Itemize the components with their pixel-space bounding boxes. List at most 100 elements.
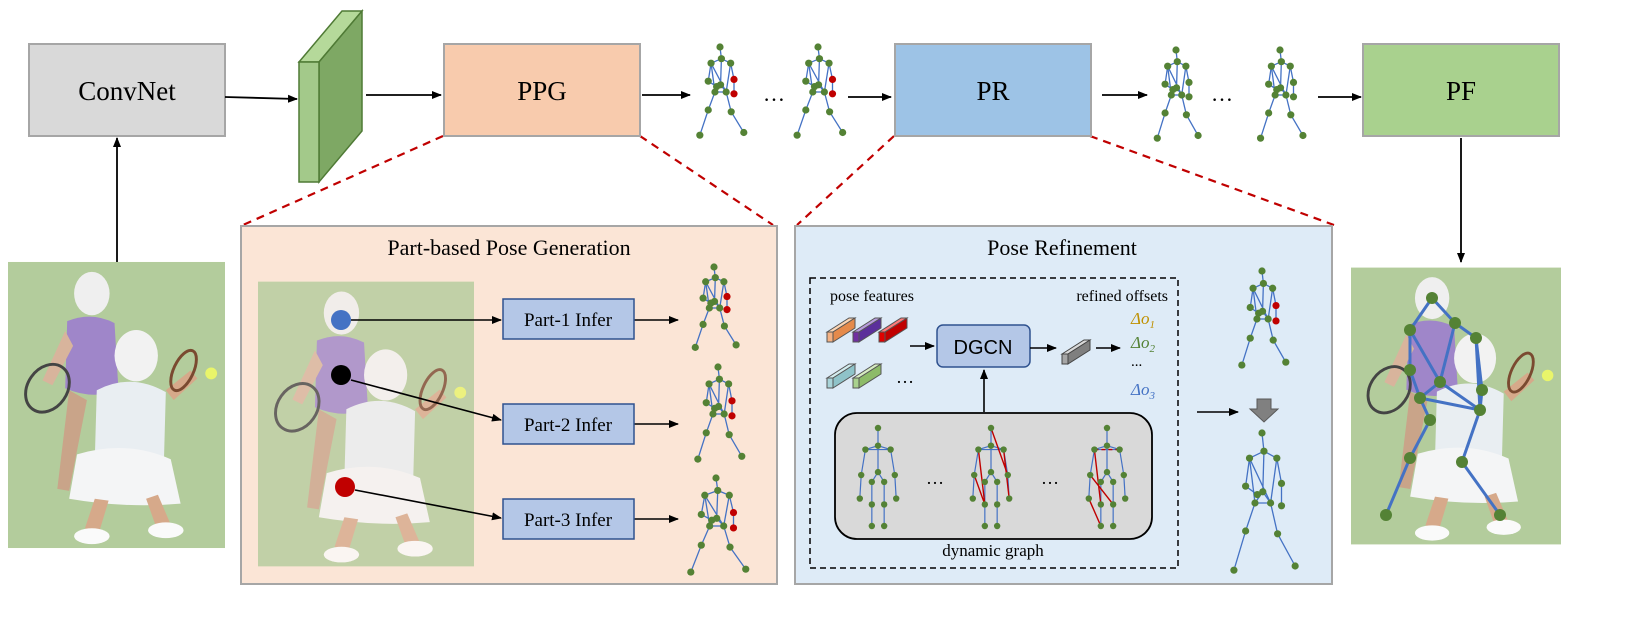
skeleton-joint (1153, 134, 1161, 142)
overlay-joint (1414, 392, 1426, 404)
skeleton-joint (1238, 361, 1246, 369)
skeleton-joint (1282, 358, 1290, 366)
skeleton-joint (705, 380, 713, 388)
skeleton-joint (707, 59, 715, 67)
pf-label: PF (1446, 76, 1476, 106)
skeleton-limb (1270, 65, 1287, 96)
skeleton-joint (828, 90, 837, 98)
overlay-limb (1408, 419, 1432, 459)
graph-node (1006, 495, 1013, 502)
skeleton-joint (729, 524, 738, 532)
graph-edge (972, 475, 975, 499)
part3-marker-icon (335, 477, 355, 497)
ppg-output-pose-1 (696, 43, 748, 139)
graph-edge (860, 449, 866, 476)
skeleton-limb (730, 111, 745, 133)
graph-node (975, 446, 982, 453)
graph-node (868, 522, 876, 530)
skeleton-joint (694, 455, 702, 463)
skeleton-joint (727, 59, 735, 67)
skeleton-limb (697, 432, 707, 460)
graph-node (1097, 478, 1105, 486)
skeleton-limb (1285, 66, 1291, 96)
skeleton-joint (1182, 62, 1190, 70)
skeleton-limb (1276, 458, 1283, 484)
skeleton-limb (1277, 533, 1296, 567)
skeleton-limb (1272, 339, 1287, 363)
part3-infer-box: Part-3 Infer (502, 498, 635, 540)
skeleton-joint (728, 397, 736, 405)
part3-output-pose (687, 474, 750, 576)
skeleton-joint (1194, 131, 1202, 140)
skeleton-joint (1287, 111, 1295, 119)
skeleton-joint (1246, 303, 1254, 312)
skeleton-joint (720, 410, 728, 418)
graph-pose-2 (969, 424, 1013, 530)
skeleton-joint (1269, 336, 1277, 344)
skeleton-limb (1269, 458, 1278, 504)
skeleton-joint (1282, 91, 1290, 99)
skeleton-joint (722, 88, 730, 96)
skeleton-joint (1258, 429, 1266, 437)
skeleton-joint (1259, 279, 1267, 288)
skeleton-joint (1178, 91, 1186, 99)
dynamic-graph-edges (856, 424, 1129, 530)
part1-output-pose (691, 263, 740, 351)
skeleton-joint (712, 474, 720, 482)
skeleton-joint (710, 263, 718, 271)
skeleton-joint (1258, 307, 1267, 315)
graph-edge (1089, 449, 1095, 476)
graph-edge (973, 449, 979, 476)
ppg-label: PPG (517, 76, 567, 106)
pr-label: PR (976, 76, 1009, 106)
skeleton-joint (701, 491, 709, 499)
skeleton-joint (1164, 62, 1172, 70)
skeleton-joint (728, 412, 736, 420)
skeleton-joint (828, 75, 837, 83)
graph-node (1085, 495, 1093, 502)
offset-3-index: 3 (1148, 390, 1155, 402)
dynamic-edge (1088, 498, 1102, 527)
skeleton-joint (1172, 46, 1180, 54)
skeleton-joint (730, 90, 738, 98)
skeleton-joint (704, 77, 712, 85)
skeleton-limb (829, 111, 844, 133)
graph-edge (894, 475, 897, 499)
graph-pose-3 (1085, 424, 1129, 530)
graph-edge (859, 475, 862, 499)
ppg-panel: Part-based Pose Generation Part-1 Infer … (240, 225, 778, 585)
part-arrows (350, 316, 679, 523)
graph-node (893, 495, 900, 502)
skeleton-limb (723, 495, 730, 527)
skeleton-joint (742, 565, 750, 573)
overlay-joint (1404, 324, 1416, 336)
graph-node (971, 471, 978, 479)
skeleton-joint (814, 43, 822, 51)
graph-node (981, 522, 989, 530)
graph-node (874, 424, 882, 432)
graph-node (1116, 446, 1123, 453)
skeleton-joint (725, 380, 733, 388)
offset-1-index: 1 (1149, 319, 1155, 331)
skeleton-joint (793, 131, 801, 139)
skeleton-limb (1241, 338, 1251, 366)
skeleton-joint (706, 522, 714, 530)
skeleton-joint (1259, 488, 1267, 496)
overlay-limb (1384, 457, 1412, 516)
graph-node (887, 446, 894, 453)
graph-node (1004, 471, 1011, 479)
skeleton-joint (825, 59, 833, 67)
pose-feature-cubes: … (825, 317, 914, 389)
overlay-limb (1408, 297, 1434, 331)
skeleton-joint (691, 343, 699, 351)
skeleton-joint (716, 81, 725, 89)
skeleton-joint (699, 294, 707, 302)
skeleton-joint (717, 55, 726, 63)
skeleton-joint (1276, 84, 1285, 92)
graph-node (1097, 501, 1105, 508)
skeleton-joint (702, 429, 710, 437)
skeleton-joint (1286, 62, 1294, 70)
graph-node (1122, 495, 1129, 502)
graph-node (858, 471, 865, 479)
